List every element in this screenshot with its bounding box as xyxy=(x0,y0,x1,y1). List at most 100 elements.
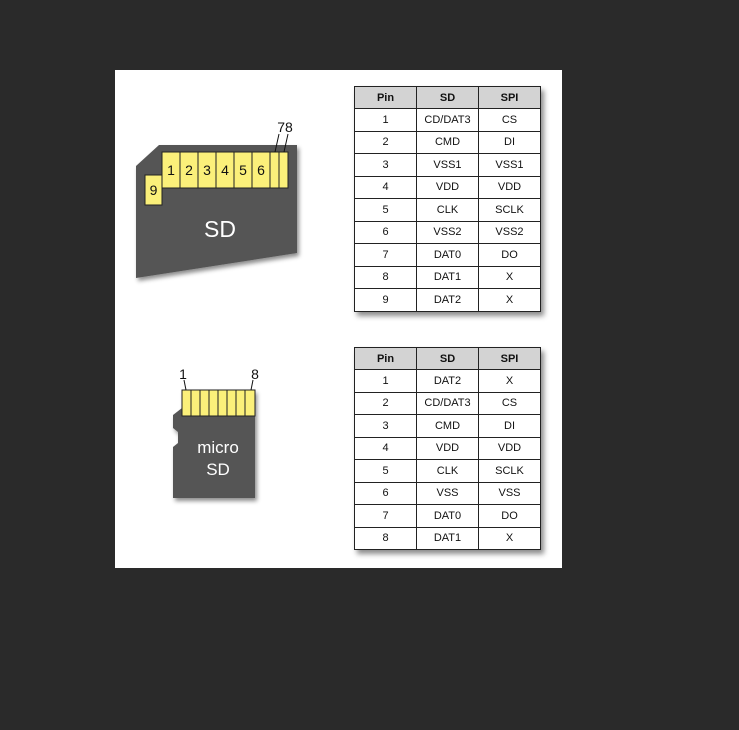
sd-card-label: SD xyxy=(204,216,236,242)
microsd-card: 1 8 micro SD xyxy=(173,366,259,498)
cell-pin: 3 xyxy=(354,153,417,177)
cell-sd: DAT2 xyxy=(416,369,479,393)
microsd-card-body xyxy=(173,390,255,498)
cell-sd: DAT0 xyxy=(416,504,479,528)
microsd-pad-5 xyxy=(217,389,228,417)
sd-pad-5-label: 5 xyxy=(239,162,247,178)
sd-card: 9 1 2 3 4 5 6 78 SD xyxy=(136,119,297,278)
cell-pin: 5 xyxy=(354,459,417,483)
header-sd: SD xyxy=(416,347,479,370)
sd-pad-3-label: 3 xyxy=(203,162,211,178)
cell-sd: VSS xyxy=(416,481,479,505)
cell-spi: SCLK xyxy=(478,459,541,483)
sd-pad-4-label: 4 xyxy=(221,162,229,178)
cell-pin: 4 xyxy=(354,175,417,199)
cell-sd: VSS1 xyxy=(416,153,479,177)
microsd-pad-6 xyxy=(226,389,237,417)
microsd-pad-3 xyxy=(199,389,210,417)
cell-sd: VDD xyxy=(416,436,479,460)
cell-spi: SCLK xyxy=(478,198,541,222)
header-spi: SPI xyxy=(478,86,541,109)
microsd-label-line1: micro xyxy=(197,438,239,457)
cell-pin: 7 xyxy=(354,243,417,267)
header-spi: SPI xyxy=(478,347,541,370)
cell-spi: X xyxy=(478,526,541,550)
cell-spi: DO xyxy=(478,504,541,528)
header-pin: Pin xyxy=(354,347,417,370)
microsd-pad-1 xyxy=(181,389,192,417)
sd-pin7-lead xyxy=(274,133,280,153)
cell-spi: DI xyxy=(478,414,541,438)
cell-spi: X xyxy=(478,288,541,312)
pinout-canvas: 9 1 2 3 4 5 6 78 SD xyxy=(115,70,562,568)
cell-sd: DAT1 xyxy=(416,526,479,550)
sd-pad-6-label: 6 xyxy=(257,162,265,178)
microsd-pin8-marker: 8 xyxy=(251,366,259,382)
cell-sd: DAT1 xyxy=(416,265,479,289)
cell-spi: X xyxy=(478,369,541,393)
sd-pad-9 xyxy=(144,174,163,206)
cell-sd: VDD xyxy=(416,175,479,199)
table-header-row: Pin SD SPI xyxy=(354,86,541,109)
microsd-pad-8 xyxy=(244,389,256,417)
microsd-pad-4 xyxy=(208,389,219,417)
cell-spi: DI xyxy=(478,130,541,154)
sd-pad-2-label: 2 xyxy=(185,162,193,178)
header-pin: Pin xyxy=(354,86,417,109)
table-header-row: Pin SD SPI xyxy=(354,347,541,370)
cell-spi: VSS xyxy=(478,481,541,505)
cell-spi: CS xyxy=(478,108,541,132)
microsd-label-line2: SD xyxy=(206,460,230,479)
sd-pin8-lead xyxy=(283,133,289,153)
cell-spi: VDD xyxy=(478,175,541,199)
cell-pin: 2 xyxy=(354,391,417,415)
cell-spi: VSS2 xyxy=(478,220,541,244)
cell-pin: 9 xyxy=(354,288,417,312)
cell-spi: VSS1 xyxy=(478,153,541,177)
microsd-pin1-marker: 1 xyxy=(179,366,187,382)
cell-pin: 5 xyxy=(354,198,417,222)
cell-sd: CLK xyxy=(416,459,479,483)
cell-spi: X xyxy=(478,265,541,289)
microsd-pin8-lead xyxy=(250,379,254,391)
microsd-pin1-lead xyxy=(183,379,187,391)
cell-pin: 4 xyxy=(354,436,417,460)
cell-sd: DAT0 xyxy=(416,243,479,267)
header-sd: SD xyxy=(416,86,479,109)
cell-pin: 6 xyxy=(354,481,417,505)
sd-pad-7 xyxy=(269,151,280,189)
microsd-pad-2 xyxy=(190,389,201,417)
cell-sd: CLK xyxy=(416,198,479,222)
sd-pad-8 xyxy=(278,151,289,189)
cell-pin: 6 xyxy=(354,220,417,244)
cell-spi: CS xyxy=(478,391,541,415)
card-diagrams: 9 1 2 3 4 5 6 78 SD xyxy=(136,119,297,498)
cell-pin: 2 xyxy=(354,130,417,154)
cell-sd: VSS2 xyxy=(416,220,479,244)
cell-sd: DAT2 xyxy=(416,288,479,312)
sd-top-label: 78 xyxy=(277,119,293,135)
microsd-pad-7 xyxy=(235,389,246,417)
cell-pin: 7 xyxy=(354,504,417,528)
cell-sd: CD/DAT3 xyxy=(416,391,479,415)
cell-pin: 8 xyxy=(354,526,417,550)
cell-sd: CMD xyxy=(416,414,479,438)
